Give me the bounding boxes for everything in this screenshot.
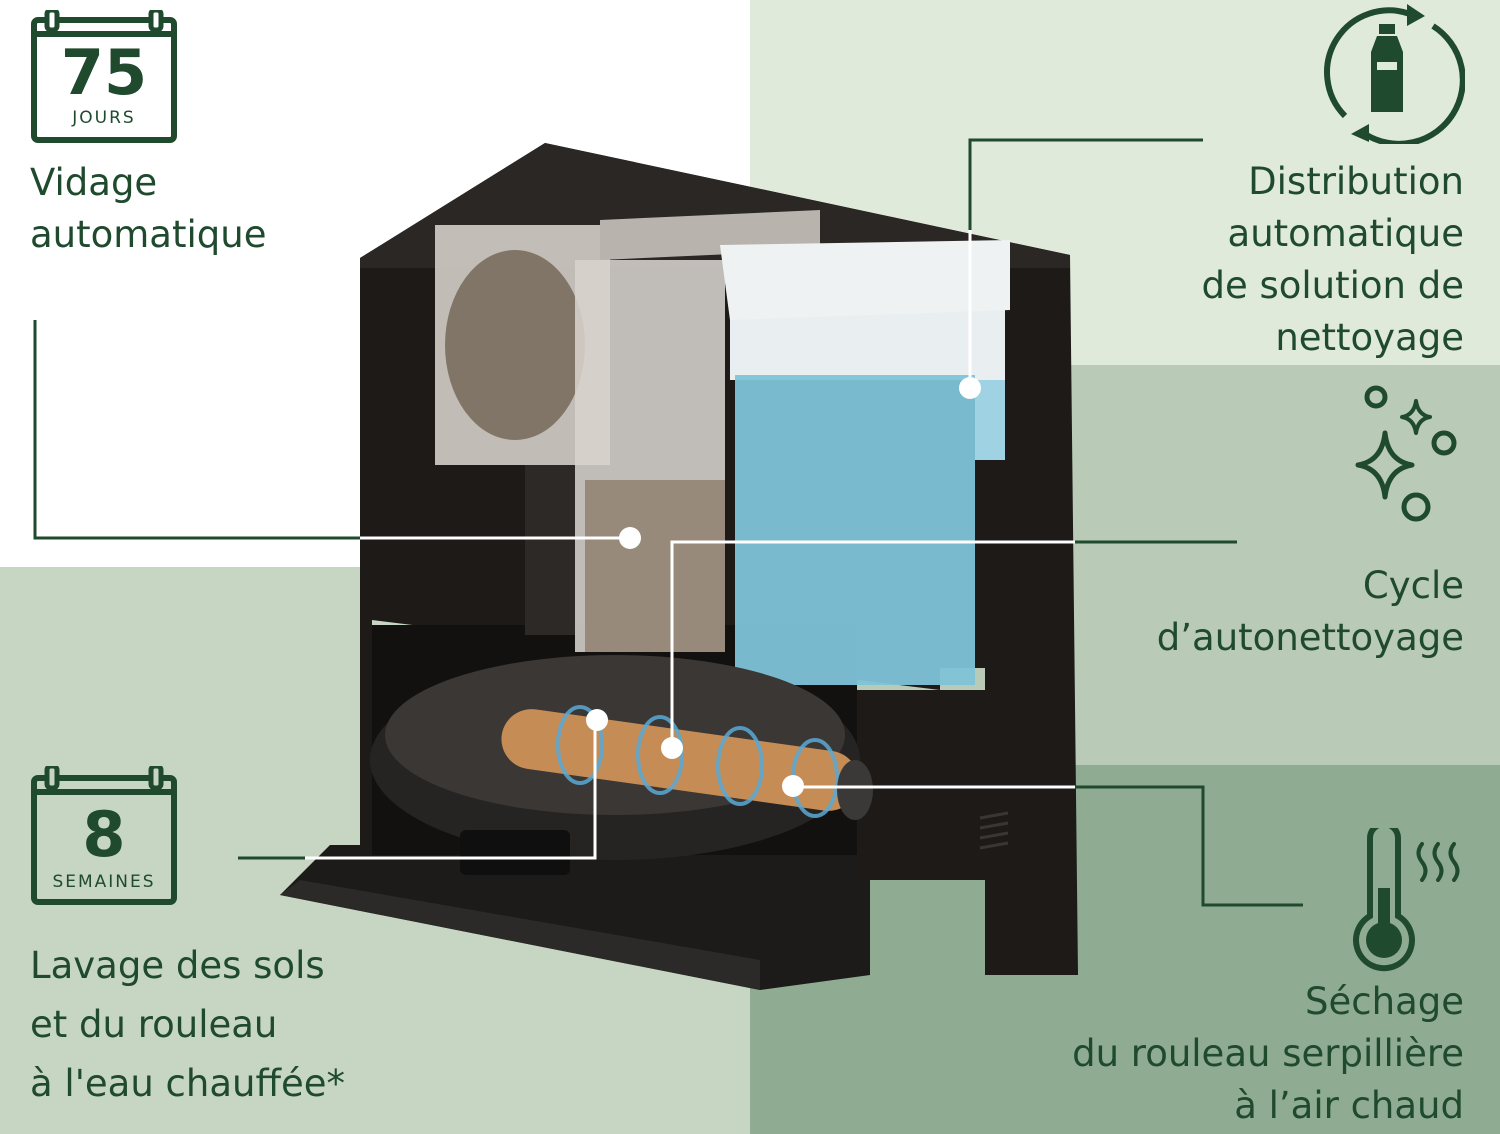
base-plate — [280, 845, 870, 990]
feature-line: et du rouleau — [30, 1003, 278, 1046]
thermometer-heat-icon — [1353, 828, 1460, 972]
feature-distribution: Distribution automatique de solution de … — [1201, 156, 1464, 364]
feature-line: à l’air chaud — [1234, 1084, 1464, 1127]
feature-line: du rouleau serpillière — [1072, 1032, 1464, 1075]
feature-vidage: Vidage automatique — [30, 157, 266, 261]
feature-autonettoyage: Cycle d’autonettoyage — [1157, 560, 1464, 664]
feature-line: automatique — [1227, 212, 1464, 255]
feature-sechage: Séchage du rouleau serpillière à l’air c… — [1072, 976, 1464, 1132]
calendar-unit: JOURS — [72, 108, 136, 128]
feature-line: Cycle — [1362, 564, 1464, 607]
calendar-icon — [31, 763, 177, 905]
calendar-8-semaines: 8 SEMAINES — [31, 763, 177, 905]
feature-line: automatique — [30, 213, 267, 256]
callout-dots — [586, 377, 981, 797]
callout-lines-green — [33, 138, 1303, 907]
feature-line: Vidage — [30, 161, 158, 204]
feature-line: Lavage des sols — [30, 944, 325, 987]
sparkle-bubbles-icon — [1355, 385, 1457, 522]
calendar-75-jours: 75 JOURS — [31, 7, 177, 143]
feature-line: Distribution — [1248, 160, 1464, 203]
bottle-recycle-icon — [1324, 4, 1465, 144]
calendar-unit: SEMAINES — [52, 872, 156, 892]
calendar-icon — [31, 7, 177, 143]
calendar-number: 8 — [82, 798, 126, 871]
calendar-number: 75 — [60, 36, 148, 109]
feature-lavage: Lavage des sols et du rouleau à l'eau ch… — [30, 936, 345, 1113]
callout-lines-white — [305, 230, 1075, 860]
feature-line: à l'eau chauffée* — [30, 1062, 345, 1105]
feature-line: de solution de — [1201, 264, 1464, 307]
feature-line: Séchage — [1305, 980, 1464, 1023]
feature-line: nettoyage — [1275, 316, 1464, 359]
feature-line: d’autonettoyage — [1156, 616, 1464, 659]
